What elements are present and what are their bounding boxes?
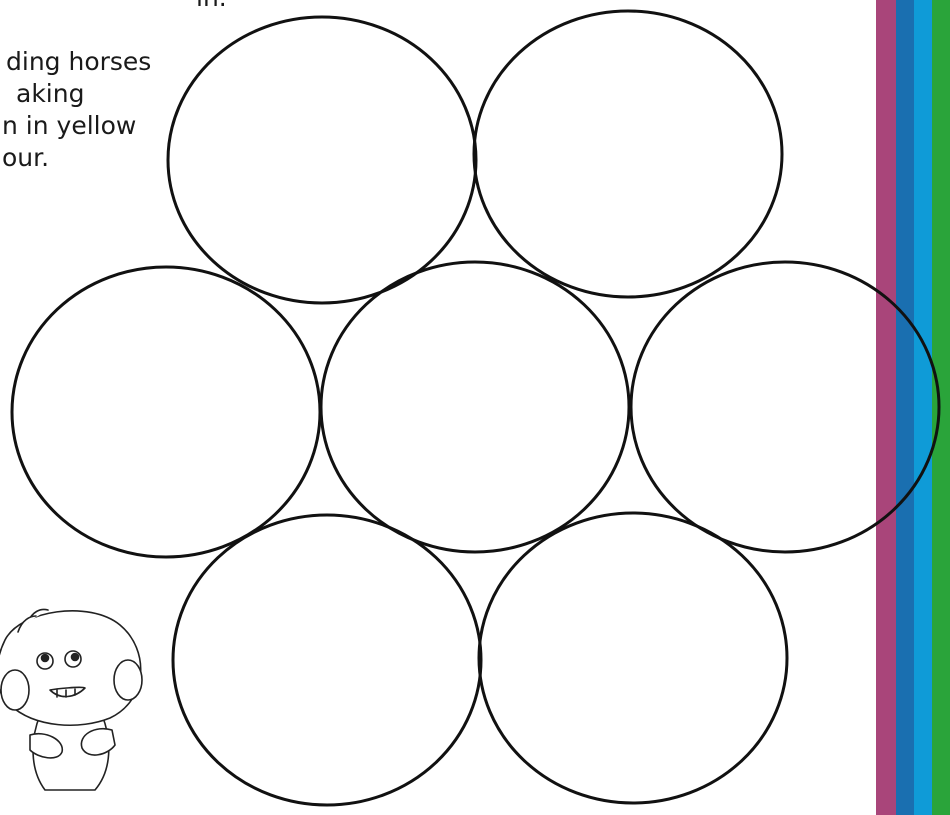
circle-top-right[interactable] <box>474 11 782 297</box>
circle-top-left[interactable] <box>168 17 476 303</box>
circle-middle-center[interactable] <box>321 262 629 552</box>
circle-bottom-right[interactable] <box>479 513 787 803</box>
mushroom-character-icon <box>0 610 142 791</box>
circle-middle-left[interactable] <box>12 267 320 557</box>
circle-bottom-left[interactable] <box>173 515 481 805</box>
circle-middle-right[interactable] <box>631 262 939 552</box>
